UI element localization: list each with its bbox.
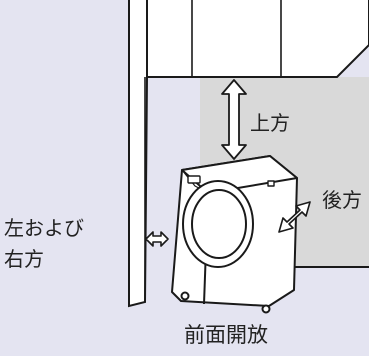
arrow-back xyxy=(278,201,311,233)
label-back-clearance: 後方 xyxy=(322,188,362,212)
label-side-clearance-line2: 右方 xyxy=(4,247,44,271)
arrow-top xyxy=(221,79,247,160)
foot-left xyxy=(180,291,190,301)
panel-display xyxy=(187,175,201,184)
upper-cabinet xyxy=(144,0,369,78)
cabinet-dividers xyxy=(191,0,282,77)
label-top-clearance: 上方 xyxy=(250,111,290,135)
side-badge xyxy=(267,180,275,187)
arrow-side xyxy=(145,231,169,247)
label-front-open: 前面開放 xyxy=(184,323,268,347)
door-inner xyxy=(191,189,247,259)
label-side-clearance-line1: 左および xyxy=(4,216,84,240)
washing-machine xyxy=(171,155,298,314)
foot-right xyxy=(261,304,271,314)
